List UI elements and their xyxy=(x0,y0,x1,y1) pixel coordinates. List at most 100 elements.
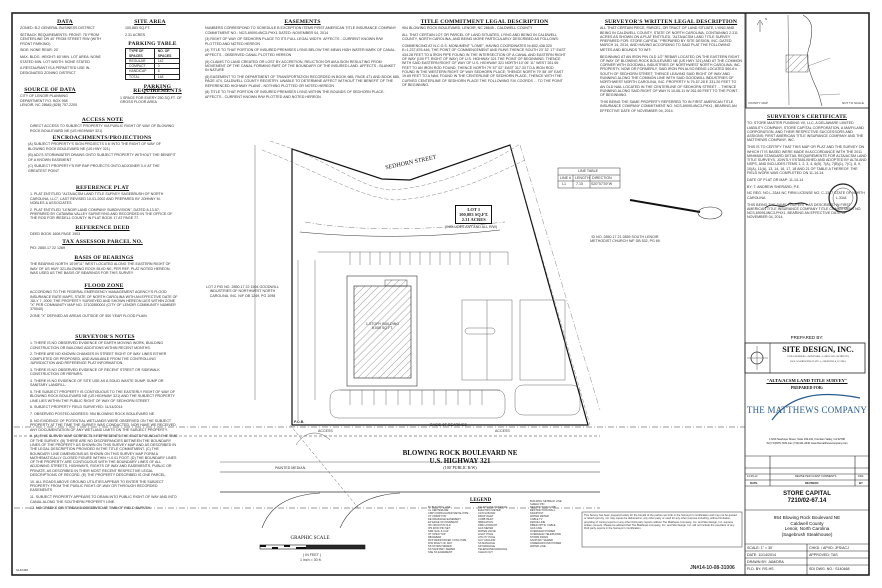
project-address-line: Lenoir, North Carolina xyxy=(784,526,830,532)
line-table-header: DIRECTION xyxy=(592,176,612,180)
certificate-text: BY: T. ANDREW SHERARD, P.E. xyxy=(747,184,800,189)
surveyors-notes-text: 7. OBSERVED POSTED ADDRESS: 954 BLOWING … xyxy=(30,412,155,417)
source-of-data-title: SOURCE OF DATA xyxy=(24,87,76,93)
parking-table-header: NO. OF SPACES xyxy=(153,48,181,59)
encroachments-title: ENCROACHMENTS/PROJECTIONS xyxy=(52,135,152,141)
surveyors-notes-text: 4. THERE IS NO EVIDENCE OF SITE USE AS A… xyxy=(30,378,164,388)
legend-item: CLEAN OUT xyxy=(478,551,493,554)
reference-plat-title: REFERENCE PLAT xyxy=(75,185,130,191)
surveyors-notes-text: 8. NO EVIDENCE OF POTENTIAL WETLANDS WER… xyxy=(30,418,176,432)
legend-item: UNDERGROUND POWER xyxy=(530,542,562,545)
legend-item: R/W RIGHT OF WAY xyxy=(428,542,453,545)
matthews-swoosh-logo xyxy=(771,393,861,421)
legend-item: GAS METER xyxy=(478,527,494,530)
data-text: A RESTAURANT IS A PERMITTED USE IN DESIG… xyxy=(20,66,90,75)
legend-item: DROP INLET xyxy=(478,515,494,518)
title-commitment-text: COMMENCING AT N.C.G.S. MONUMENT "LOME", … xyxy=(402,44,566,87)
legend-item: RB REBAR xyxy=(428,536,442,539)
drawing-id: S140468 xyxy=(16,568,29,572)
legend-item: SS STORM SEWER xyxy=(428,545,452,548)
title-block-grid xyxy=(745,455,869,575)
legend-item: ELECTRIC METER xyxy=(478,509,501,512)
legend-item: CABLE TV xyxy=(530,518,543,521)
certificate-text: THIS IS TO CERTIFY THAT THIS MAP OR PLAT… xyxy=(747,145,867,176)
revision-text: REVISE PER CLIENT COMMENTS xyxy=(795,475,837,478)
legend-item: WATER LINE xyxy=(530,545,546,548)
data-title: DATA xyxy=(57,19,73,25)
surveyors-notes-text: 2. THERE ARE NO KNOWN CHANGES IN STREET … xyxy=(30,352,167,365)
encroachments-text: (C) SUBJECT PROPERTY'S RIP RAP PROJECTS … xyxy=(28,164,160,173)
flood-zone-text: ACCORDING TO THE FEDERAL EMERGENCY MANAG… xyxy=(30,290,178,312)
basis-of-bearings-label: BASIS OF BEARINGS xyxy=(430,423,467,427)
prepared-by-label: PREPARED BY: xyxy=(790,335,824,340)
pob-label: P.O.B. xyxy=(294,420,305,424)
road-highway: U.S. HIGHWAY 321 xyxy=(429,457,491,465)
legend-item: BUILDING SETBACK LINE xyxy=(530,500,562,503)
legend-item: RCP REINFORCED CONC PIPE xyxy=(428,539,467,542)
legend-item: CL CENTERLINE xyxy=(428,509,449,512)
disclaimer-text: This Survey has been prepared solely for… xyxy=(584,514,737,531)
legend-item: FIBER OPTIC CABLE xyxy=(530,524,556,527)
survey-title: "ALTA/ACSM LAND TITLE SURVEY" xyxy=(766,378,848,383)
line-table-header: LINE # xyxy=(560,176,571,180)
site-area-title: SITE AREA xyxy=(134,19,166,25)
source-of-data-text: CITY OF LENOIR PLANNING DEPARTMENT P.O. … xyxy=(20,94,78,107)
legend-item: FENCE LINE xyxy=(530,521,546,524)
parking-table-header: TYPE OF SPACES xyxy=(125,48,155,59)
matthews-address: 17220 Newhope Street, Suite 109-110, Fou… xyxy=(769,438,845,441)
access-label: ACCESS xyxy=(318,429,333,433)
surveyors-notes-text: 10. ALL ROADS ABOVE GROUND UTILITIES APP… xyxy=(30,479,164,493)
vicinity-map-label: VICINITY MAP xyxy=(748,101,768,105)
line-table-cell: S20°57'39"W xyxy=(591,182,613,186)
surveyors-notes-text: 3. THERE IS NO OBSERVED EVIDENCE OF RECE… xyxy=(30,367,160,377)
easements-text: NUMBERS CORRESPOND TO SCHEDULE B EXCEPTI… xyxy=(205,26,397,35)
site-area-text: 2.31 ACRES xyxy=(125,33,146,38)
east-parcel-label: ID NO. 2850.17 21 2859 SOUTH LENOIR METH… xyxy=(590,235,660,246)
easements-text: (8) TITLE TO THAT PORTION OF INSURED PRE… xyxy=(205,90,385,99)
legend-item: SANITARY SEWER xyxy=(530,539,553,542)
project-address-line: (Sagebrush Steakhouse) xyxy=(781,531,833,537)
certificate-text: TO: STORE MASTER FUNDING VII, LLC, A DEL… xyxy=(747,121,865,143)
legend-item: IPS IRON PIN SET xyxy=(428,527,451,530)
matthews-contact: Tel (714)979-7181 Fax (714)441-2640 www.… xyxy=(766,442,848,445)
job-number: JN#14-10-08-31006 xyxy=(690,565,735,571)
legend-item: CATCH BASIN xyxy=(478,512,496,515)
north-arrow-icon xyxy=(756,19,764,32)
lot-note: (INCLUDES ANY AND ALL R/W) xyxy=(445,225,498,229)
reference-plat-text: 1. PLAT ENTITLED "ALTA/ACSM LAND TITLE S… xyxy=(30,192,164,205)
graphic-scale-bar xyxy=(259,544,366,550)
site-design-name: SITE DESIGN, INC. xyxy=(782,345,854,354)
building-label: 1-STORY BUILDING 5,000 SQ.FT. xyxy=(365,322,400,330)
graphic-scale-unit: ( IN FEET ) xyxy=(303,553,322,557)
easements-text: (5) CLAIMS TO LAND CREATED OR LOST BY AC… xyxy=(205,59,396,73)
legend-item: WATER VALVE xyxy=(478,530,496,533)
legend-item: TELEPHONE PEDESTAL xyxy=(478,506,508,509)
project-client-block: STORE CAPITAL 7210/02-67.14 xyxy=(745,491,869,505)
legend-item: OVERHEAD POWER xyxy=(530,530,556,533)
certificate-text: NC REG. NO L-3344 NC FIRM LICENSE NO. C-… xyxy=(747,191,865,200)
building xyxy=(346,275,418,387)
easements-title: EASEMENTS xyxy=(284,19,321,25)
data-text: SETBACK REQUIREMENTS: FRONT: 75' FROM CE… xyxy=(20,33,101,46)
vicinity-map-scale: NOT TO SCALE xyxy=(842,101,864,105)
legend-item: CURB INLET xyxy=(478,518,494,521)
revision-header-by: BY xyxy=(859,481,863,485)
sdi-dwg-field: SDI DWG. NO.: S140468 xyxy=(809,567,850,571)
project-address-line: Caldwell County xyxy=(790,520,824,526)
certificate-title: SURVEYOR'S CERTIFICATE xyxy=(767,114,847,120)
encroachments-text: (A) SUBJECT PROPERTY'S SIGN PROJECTS 0.6… xyxy=(28,142,161,151)
reference-deed-text: DEED BOOK 1608 PAGE 1903 xyxy=(30,232,81,237)
property-boundary xyxy=(254,140,601,426)
legend-item: CMP CORRUGATED METAL PIPE xyxy=(428,512,469,515)
basis-of-bearings-text: THE BEARING NORTH 10'09"11" WEST LOCATED… xyxy=(30,262,171,275)
project-client: STORE CAPITAL xyxy=(783,491,831,497)
parking-table-title: PARKING TABLE xyxy=(128,41,177,47)
tax-parcel-section: TAX ASSESSOR PARCEL NO.PID: 2850.17 22 1… xyxy=(30,239,175,253)
project-address-line: 954 Blowing Rock Boulevard NE xyxy=(773,515,841,520)
